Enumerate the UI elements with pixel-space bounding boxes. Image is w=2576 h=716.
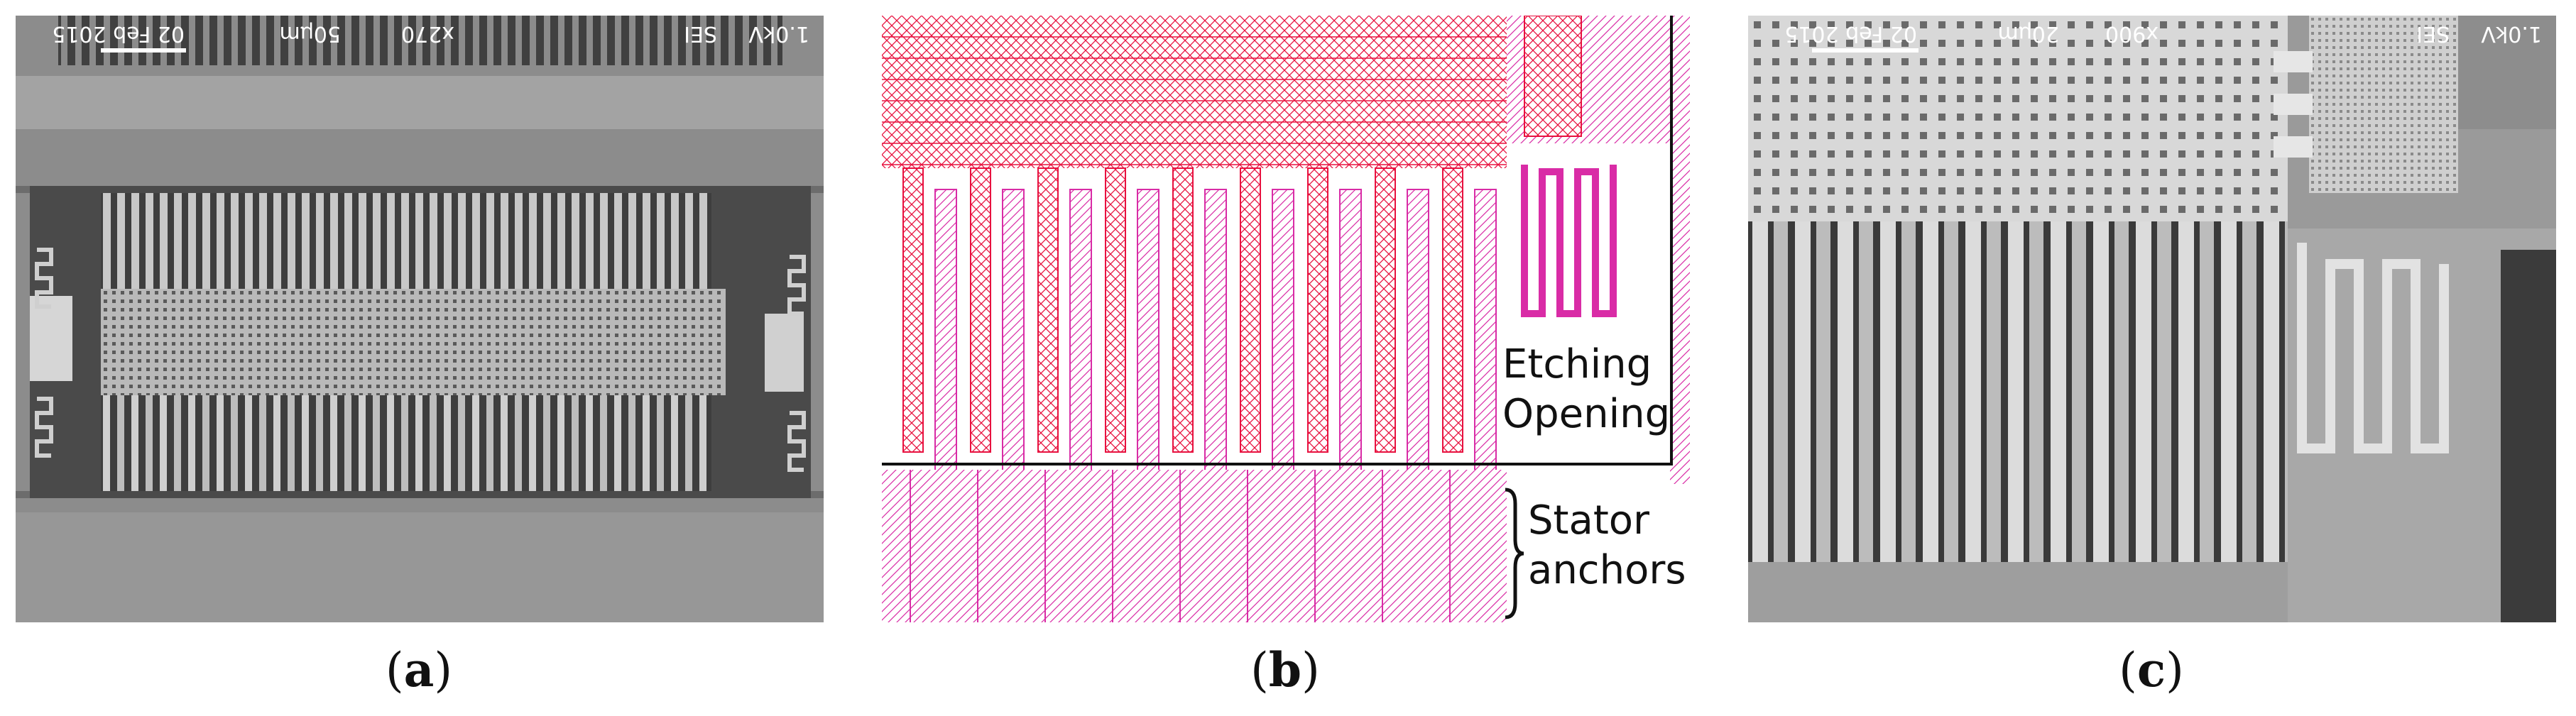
label-anchors: anchors — [1528, 547, 1686, 593]
sem-scale-a: 50µm — [280, 21, 341, 46]
sem-magnification-a: x270 — [401, 21, 454, 46]
caption-c: (c) — [2119, 642, 2184, 698]
stator-brace — [1505, 488, 1524, 619]
layout-diagram: Etching Opening Stator anchors — [882, 16, 1690, 622]
sem-date-a: 02 Feb 2015 — [52, 21, 185, 46]
sem-magnification-c: x900 — [2105, 21, 2159, 46]
sem-scale-c: 20µm — [1998, 21, 2059, 46]
sem-detector-a: SEI — [684, 21, 717, 46]
sem-detector-c: SEI — [2416, 21, 2450, 46]
panel-a-sem-overview: 1.0kV SEI x270 50µm 02 Feb 2015 — [16, 16, 824, 622]
scale-bar-a — [101, 48, 186, 53]
label-opening: Opening — [1502, 391, 1670, 437]
panel-b-layout-drawing: Etching Opening Stator anchors — [882, 16, 1690, 622]
sem-image-c: 1.0kV SEI x900 20µm 02 Feb 2015 — [1748, 16, 2556, 622]
panel-c-sem-detail: 1.0kV SEI x900 20µm 02 Feb 2015 — [1748, 16, 2556, 622]
label-stator: Stator — [1528, 497, 1650, 544]
sem-date-c: 02 Feb 2015 — [1784, 21, 1917, 46]
caption-b: (b) — [1250, 642, 1320, 698]
sem-voltage-a: 1.0kV — [748, 21, 809, 46]
sem-image-a: 1.0kV SEI x270 50µm 02 Feb 2015 — [16, 16, 824, 622]
caption-a: (a) — [385, 642, 453, 698]
sem-voltage-c: 1.0kV — [2481, 21, 2542, 46]
scale-bar-c — [1812, 48, 1919, 53]
label-etching: Etching — [1502, 341, 1652, 387]
